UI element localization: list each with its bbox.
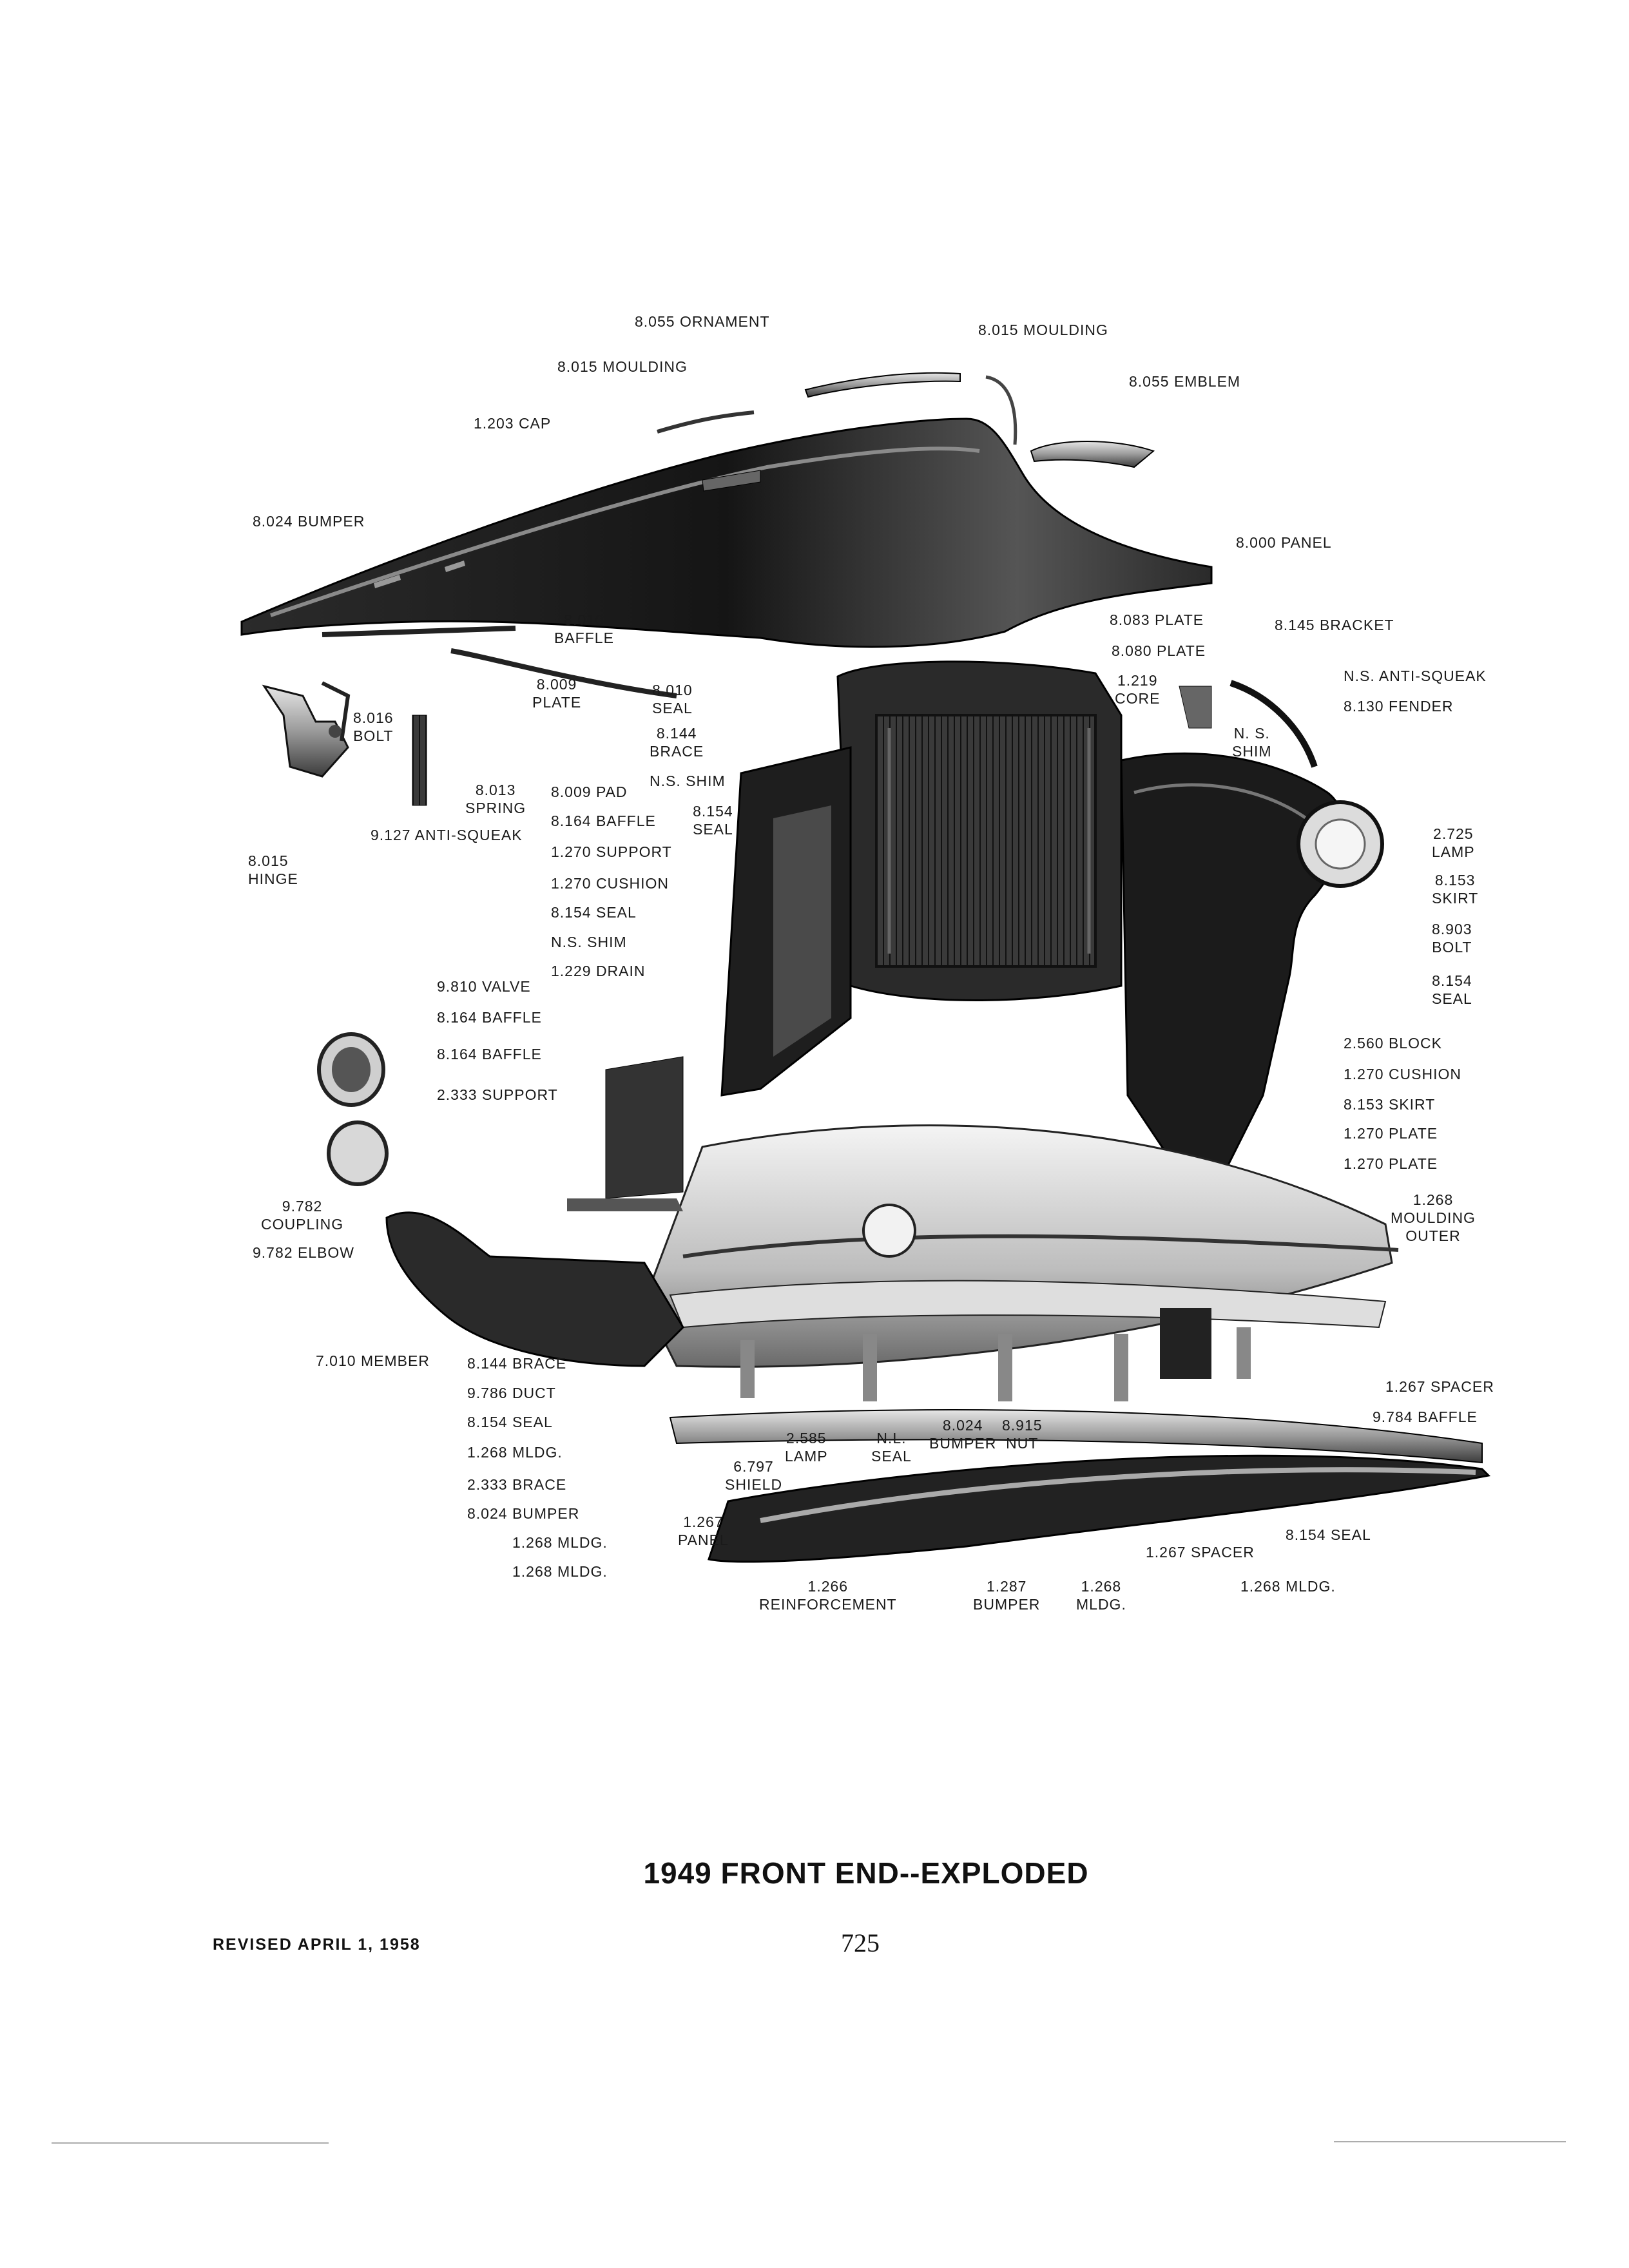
label-baffle-784: 9.784 BAFFLE — [1373, 1408, 1478, 1425]
label-seal-154-top: 8.154 SEAL — [693, 803, 733, 838]
label-plate-270-b: 1.270 PLATE — [1344, 1155, 1438, 1172]
label-seal-154-right: 8.154 SEAL — [1432, 972, 1472, 1007]
label-hinge: 8.015 HINGE — [248, 852, 298, 887]
label-spacer-267-low: 1.267 SPACER — [1146, 1544, 1255, 1561]
label-shim-ns-mid: N.S. SHIM — [551, 934, 627, 950]
label-valve: 9.810 VALVE — [437, 978, 531, 995]
label-shim-ns: N.S. SHIM — [650, 773, 726, 789]
label-support-270: 1.270 SUPPORT — [551, 843, 672, 860]
label-bracket: 8.145 BRACKET — [1275, 617, 1394, 633]
label-lamp-725: 2.725 LAMP — [1432, 825, 1475, 860]
label-duct: 9.786 DUCT — [467, 1385, 556, 1401]
label-support-333: 2.333 SUPPORT — [437, 1086, 558, 1103]
label-pad: 8.009 PAD — [551, 783, 628, 800]
label-panel-267: 1.267 PANEL — [678, 1514, 729, 1548]
label-brace-144-low: 8.144 BRACE — [467, 1355, 567, 1372]
label-anti-squeak-127: 9.127 ANTI-SQUEAK — [371, 827, 523, 843]
label-cushion-270-top: 1.270 CUSHION — [551, 875, 670, 892]
label-seal-154-mid: 8.154 SEAL — [551, 904, 637, 921]
label-spring: 8.013 SPRING — [465, 782, 526, 816]
page-number: 725 — [841, 1928, 880, 1957]
label-moulding-right: 8.015 MOULDING — [978, 322, 1108, 338]
page-title: 1949 FRONT END--EXPLODED — [643, 1856, 1089, 1890]
ornament-moulding-trim — [657, 372, 1155, 468]
label-plate-009: 8.009 PLATE — [532, 676, 582, 711]
label-baffle-hood: 8.010 BAFFLE — [554, 611, 614, 646]
label-mldg-268-d: 1.268 MLDG. — [1076, 1578, 1126, 1613]
label-bumper-024-left: 8.024 BUMPER — [467, 1505, 580, 1522]
label-bumper-287: 1.287 BUMPER — [973, 1578, 1041, 1613]
label-seal-154-right-low: 8.154 SEAL — [1286, 1526, 1371, 1543]
label-plate-270-a: 1.270 PLATE — [1344, 1125, 1438, 1142]
label-seal-nl: N.L. SEAL — [871, 1430, 912, 1465]
label-spacer-267-right: 1.267 SPACER — [1385, 1378, 1494, 1395]
label-anti-squeak-ns: N.S. ANTI-SQUEAK — [1344, 668, 1487, 684]
label-panel: 8.000 PANEL — [1236, 534, 1332, 551]
label-mldg-268-c: 1.268 MLDG. — [512, 1563, 608, 1580]
label-shield: 6.797 SHIELD — [725, 1458, 783, 1493]
label-drain: 1.229 DRAIN — [551, 963, 646, 979]
label-member: 7.010 MEMBER — [316, 1352, 430, 1369]
hood-hinge — [262, 626, 677, 806]
label-mldg-268-e: 1.268 MLDG. — [1240, 1578, 1336, 1595]
air-duct-assembly — [317, 1032, 684, 1367]
label-reinforcement: 1.266 REINFORCEMENT — [759, 1578, 897, 1613]
label-brace-333: 2.333 BRACE — [467, 1476, 567, 1493]
label-plate-080: 8.080 PLATE — [1112, 642, 1206, 659]
radiator-core-support — [720, 660, 1123, 1097]
label-block: 2.560 BLOCK — [1344, 1035, 1442, 1052]
label-cushion-270-right: 1.270 CUSHION — [1344, 1066, 1462, 1082]
revised-date: REVISED APRIL 1, 1958 — [213, 1936, 421, 1954]
label-shim-ns-right: N. S. SHIM — [1232, 725, 1272, 760]
label-lamp-585: 2.585 LAMP — [785, 1430, 828, 1465]
label-skirt-153-top: 8.153 SKIRT — [1432, 872, 1479, 907]
label-mldg-268-a: 1.268 MLDG. — [467, 1444, 563, 1461]
label-ornament: 8.055 ORNAMENT — [635, 313, 770, 330]
label-bolt-016: 8.016 BOLT — [353, 709, 394, 744]
label-plate-083: 8.083 PLATE — [1110, 611, 1204, 628]
label-elbow: 9.782 ELBOW — [253, 1244, 355, 1261]
label-emblem: 8.055 EMBLEM — [1129, 373, 1241, 390]
grille-bumper-assembly — [643, 1124, 1491, 1563]
label-bolt-903: 8.903 BOLT — [1432, 921, 1472, 956]
label-moulding-outer: 1.268 MOULDING OUTER — [1391, 1191, 1476, 1244]
label-baffle-164-low: 8.164 BAFFLE — [437, 1046, 542, 1062]
label-core: 1.219 CORE — [1115, 672, 1161, 707]
label-baffle-164-top: 8.164 BAFFLE — [551, 812, 656, 829]
label-skirt-153-right: 8.153 SKIRT — [1344, 1096, 1436, 1113]
label-baffle-164-mid: 8.164 BAFFLE — [437, 1009, 542, 1026]
label-brace-144-top: 8.144 BRACE — [650, 725, 704, 760]
label-bumper-024-low: 8.024 BUMPER — [929, 1417, 997, 1452]
label-coupling: 9.782 COUPLING — [261, 1198, 344, 1233]
label-cap: 1.203 CAP — [474, 415, 552, 432]
label-bumper-hood: 8.024 BUMPER — [253, 513, 365, 530]
scan-edge-left — [52, 2142, 329, 2144]
scan-edge-right — [1334, 2141, 1566, 2142]
label-moulding-left: 8.015 MOULDING — [557, 358, 688, 375]
label-seal-154-low: 8.154 SEAL — [467, 1414, 553, 1430]
label-seal-010: 8.010 SEAL — [652, 682, 693, 716]
hood-panel — [240, 418, 1213, 648]
label-mldg-268-b: 1.268 MLDG. — [512, 1534, 608, 1551]
label-fender: 8.130 FENDER — [1344, 698, 1454, 715]
fender — [1120, 680, 1384, 1194]
label-nut: 8.915 NUT — [1002, 1417, 1043, 1452]
